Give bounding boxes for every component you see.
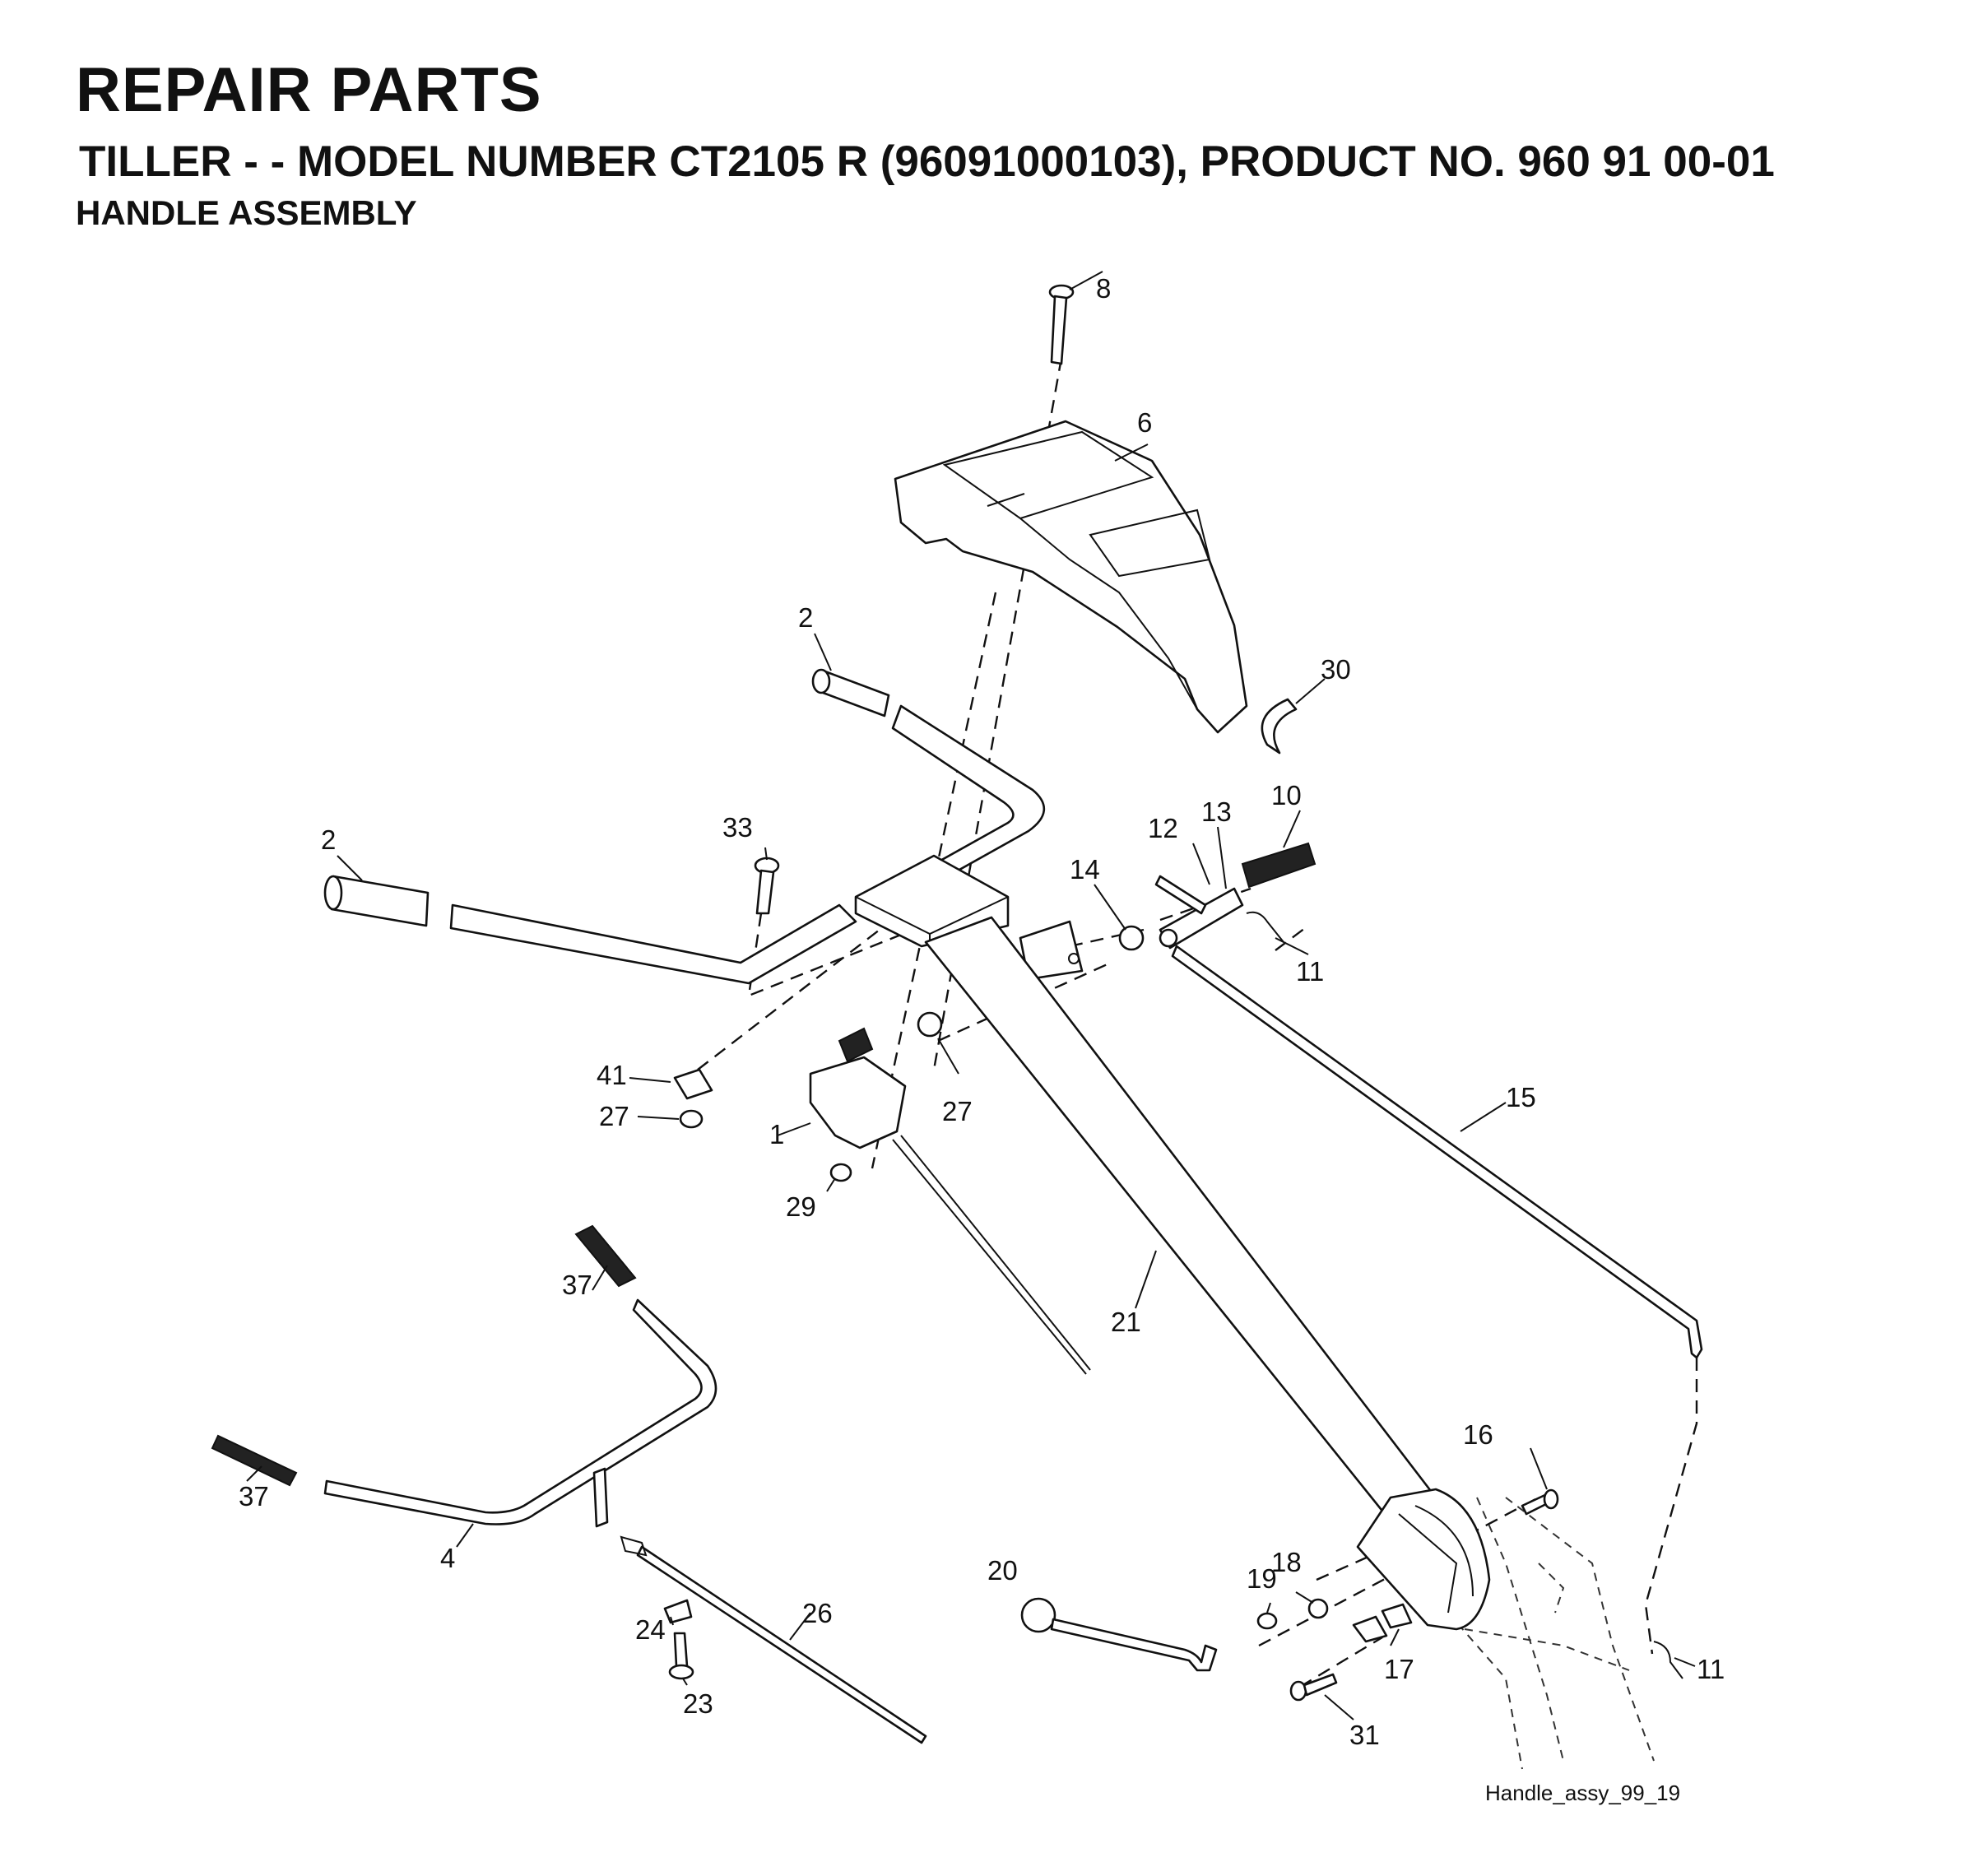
- washer-part-19: [1256, 1612, 1278, 1630]
- handle-tube-part-21: [924, 916, 1491, 1631]
- callout-21: 21: [1111, 1307, 1141, 1337]
- nut-part-29: [829, 1163, 852, 1182]
- callout-15: 15: [1506, 1082, 1536, 1112]
- throttle-bracket-part-1: [809, 1027, 1091, 1375]
- grip-part-37-lower: [211, 1434, 298, 1487]
- nut-part-27-right: [917, 1011, 943, 1038]
- callout-11-lower: 11: [1697, 1654, 1725, 1684]
- model-subtitle: TILLER - - MODEL NUMBER CT2105 R (960910…: [79, 137, 1775, 186]
- clip-part-24: [663, 1599, 693, 1624]
- callout-17: 17: [1384, 1654, 1414, 1684]
- block-part-17: [1352, 1603, 1413, 1643]
- console-cover-part: [894, 420, 1248, 734]
- callout-31: 31: [1349, 1720, 1380, 1750]
- callout-10: 10: [1271, 780, 1302, 810]
- screw-part-8: [1048, 284, 1075, 365]
- callout-16: 16: [1463, 1419, 1493, 1450]
- callout-12: 12: [1148, 813, 1178, 843]
- callout-23: 23: [683, 1688, 713, 1719]
- callout-27-left: 27: [599, 1101, 629, 1131]
- callout-20: 20: [987, 1555, 1018, 1586]
- callout-37-lower: 37: [239, 1481, 269, 1511]
- callout-37-upper: 37: [562, 1270, 592, 1300]
- bolt-part-33: [754, 857, 780, 915]
- cable-part-26: [620, 1535, 927, 1744]
- callout-8: 8: [1096, 273, 1111, 304]
- grip-part-2-upper: [811, 668, 890, 717]
- nut-part-27-left: [679, 1109, 704, 1129]
- grip-part-10: [1241, 842, 1317, 889]
- section-title: HANDLE ASSEMBLY: [76, 193, 417, 232]
- callout-13: 13: [1201, 796, 1232, 827]
- callout-26: 26: [802, 1598, 833, 1628]
- lower-handle-part-4: [323, 1298, 717, 1528]
- callout-18: 18: [1271, 1547, 1302, 1577]
- bolt-part-23: [668, 1632, 694, 1680]
- lever-part-13: [1159, 887, 1244, 950]
- bolt-part-16: [1521, 1488, 1559, 1516]
- callout-30: 30: [1321, 654, 1351, 685]
- callout-2-lower: 2: [321, 824, 336, 855]
- bolt-part-31: [1289, 1673, 1338, 1702]
- callout-4: 4: [440, 1543, 455, 1573]
- clip-part-41: [673, 1068, 713, 1100]
- callout-1: 1: [769, 1119, 784, 1149]
- drawing-reference: Handle_assy_99_19: [1485, 1781, 1680, 1805]
- bolt-part-12: [1154, 875, 1207, 915]
- hairpin-part-11-upper: [1246, 911, 1284, 943]
- callout-6: 6: [1137, 407, 1152, 438]
- callout-2-upper: 2: [798, 602, 813, 633]
- callout-33: 33: [722, 812, 753, 843]
- callout-11-upper: 11: [1296, 956, 1324, 987]
- nut-part-18: [1307, 1598, 1329, 1619]
- grip-part-2-lower: [323, 875, 430, 927]
- callout-41: 41: [597, 1060, 627, 1090]
- clip-part-30: [1261, 698, 1298, 755]
- callout-24: 24: [635, 1614, 666, 1645]
- tiller-frame-outline: [1447, 1497, 1655, 1770]
- callout-29: 29: [786, 1191, 816, 1222]
- leader-lines: [246, 271, 1696, 1720]
- handle-mount-bracket: [854, 854, 1084, 981]
- callout-14: 14: [1070, 854, 1100, 885]
- page-title: REPAIR PARTS: [76, 55, 542, 125]
- spacer-part-14: [1118, 925, 1145, 951]
- shift-lever-part-20: [1020, 1597, 1218, 1672]
- callout-19: 19: [1247, 1563, 1277, 1594]
- control-rod-part-15: [1171, 945, 1703, 1359]
- hairpin-part-11-lower: [1653, 1641, 1683, 1679]
- callout-27-right: 27: [942, 1096, 973, 1126]
- callout-labels: 8 6 2 30 2 33 12 13 10 14 11 15 41 27 27…: [239, 273, 1725, 1805]
